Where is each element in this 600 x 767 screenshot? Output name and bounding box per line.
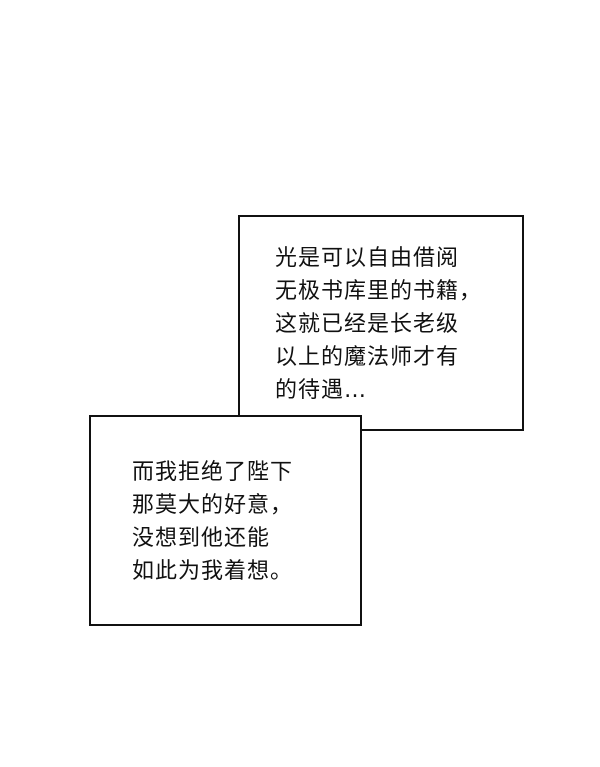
caption-text-bottom: 而我拒绝了陛下 那莫大的好意， 没想到他还能 如此为我着想。 <box>132 456 293 588</box>
caption-line: 而我拒绝了陛下 <box>132 460 294 485</box>
caption-line: 以上的魔法师才有 <box>275 345 460 370</box>
caption-line: 光是可以自由借阅 <box>275 246 460 271</box>
caption-line: 如此为我着想。 <box>132 559 294 584</box>
caption-line: 这就已经是长老级 <box>275 312 460 337</box>
caption-text-top: 光是可以自由借阅 无极书库里的书籍， 这就已经是长老级 以上的魔法师才有 的待遇… <box>275 242 482 407</box>
caption-line: 没想到他还能 <box>132 526 271 551</box>
caption-box-top <box>238 215 524 431</box>
caption-line: 无极书库里的书籍， <box>275 279 483 304</box>
caption-box-join <box>240 417 360 429</box>
caption-line: 那莫大的好意， <box>132 493 294 518</box>
caption-line: 的待遇… <box>275 378 368 403</box>
caption-box-bottom <box>89 415 362 626</box>
